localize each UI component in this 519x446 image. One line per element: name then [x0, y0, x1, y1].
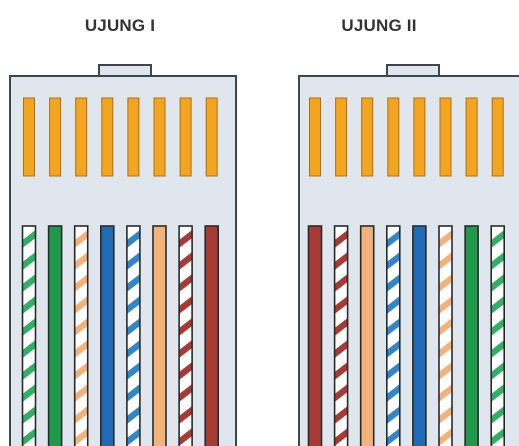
wire-3-base: [360, 226, 374, 446]
wire-1: [21, 225, 37, 446]
contact-pin-4: [101, 97, 114, 177]
wire-1-base: [308, 226, 322, 446]
contact-pin-3: [361, 97, 374, 177]
wire-6: [438, 225, 453, 446]
wire-5-stripe: [126, 226, 140, 446]
contact-pin-2: [335, 97, 348, 177]
wire-2-base: [48, 226, 62, 446]
wire-4: [100, 225, 115, 446]
contact-pin-5: [413, 97, 426, 177]
wire-2: [47, 225, 63, 446]
wire-5: [412, 225, 427, 446]
wire-4-stripe: [386, 226, 400, 446]
wire-4-outline: [100, 225, 115, 446]
wire-1-outline: [307, 225, 323, 446]
wire-3: [359, 225, 375, 446]
contact-pin-8: [205, 97, 218, 177]
wire-8-stripe: [491, 226, 505, 446]
wire-5-base: [412, 226, 426, 446]
connector-title-ujung-1: UJUNG I: [84, 16, 156, 35]
wire-5-outline: [126, 225, 141, 446]
contact-pin-5: [127, 97, 140, 177]
connector-body: [9, 75, 237, 446]
contact-pin-6: [439, 97, 452, 177]
contact-pin-7: [465, 97, 478, 177]
connector-title-ujung-2: UJUNG II: [341, 16, 417, 35]
wire-1: [307, 225, 323, 446]
wire-3-outline: [359, 225, 375, 446]
wire-8-base: [205, 226, 219, 446]
wire-6-base: [153, 226, 166, 446]
contact-pin-8: [491, 97, 504, 177]
wire-4: [385, 225, 401, 446]
wire-7: [178, 225, 193, 446]
wire-7-stripe: [179, 226, 193, 446]
contact-pin-2: [49, 97, 62, 177]
wire-4-outline: [385, 225, 401, 446]
contact-pin-6: [153, 97, 166, 177]
contact-pin-3: [75, 97, 88, 177]
wire-8: [490, 225, 506, 446]
wire-3-stripe: [74, 226, 88, 446]
connector-ujung-1: [9, 64, 237, 446]
contact-pin-4: [387, 97, 400, 177]
wire-7-base: [465, 226, 479, 446]
connector-ujung-2: [298, 64, 519, 446]
wire-2-stripe: [334, 226, 348, 446]
wire-8: [204, 225, 219, 446]
wire-3-outline: [73, 225, 89, 446]
contact-pin-7: [179, 97, 192, 177]
wire-1-outline: [21, 225, 37, 446]
wire-2-outline: [47, 225, 63, 446]
wire-5: [126, 225, 141, 446]
wire-2: [333, 225, 349, 446]
wire-5-outline: [412, 225, 427, 446]
wire-8-outline: [204, 225, 219, 446]
wire-3: [73, 225, 89, 446]
wire-6: [152, 225, 167, 446]
connector-body: [298, 75, 519, 446]
wire-8-outline: [490, 225, 506, 446]
contact-pin-1: [23, 97, 35, 177]
wire-6-stripe: [439, 226, 452, 446]
wire-7: [464, 225, 479, 446]
wire-7-outline: [464, 225, 479, 446]
wire-1-stripe: [22, 226, 36, 446]
wire-2-outline: [333, 225, 349, 446]
contact-pin-1: [309, 97, 321, 177]
wire-6-outline: [438, 225, 453, 446]
wire-4-base: [100, 226, 114, 446]
wire-6-outline: [152, 225, 167, 446]
wire-7-outline: [178, 225, 193, 446]
